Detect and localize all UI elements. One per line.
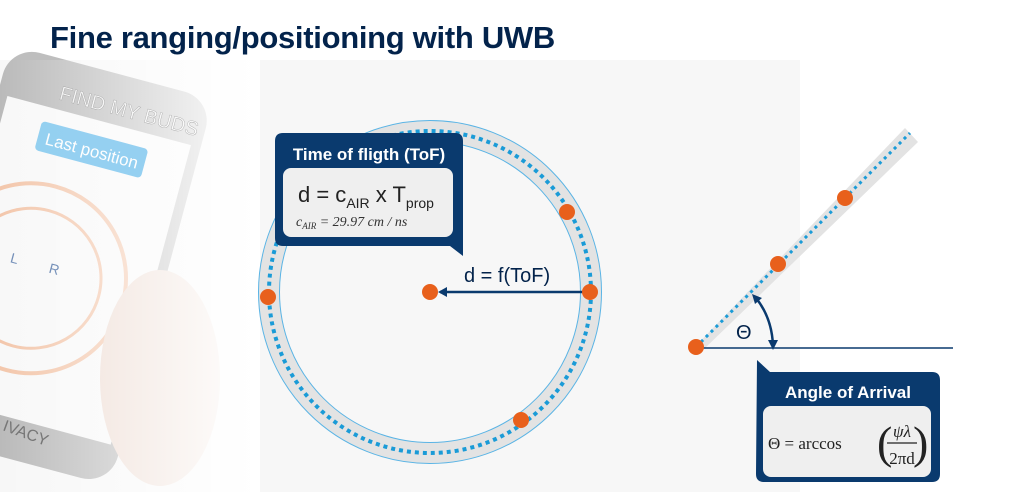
tof-title: Time of fligth (ToF) <box>293 145 445 164</box>
aoa-callout: Angle of Arrival Θ = arccos ( ) ψλ 2πd <box>756 360 940 482</box>
page-title: Fine ranging/positioning with UWB <box>50 20 555 55</box>
last-position-button <box>35 121 148 178</box>
aoa-formula: Θ = arccos <box>768 434 842 453</box>
tag-dot <box>513 412 529 428</box>
left-bud: L <box>9 250 21 268</box>
distance-label: d = f(ToF) <box>464 265 550 287</box>
numerator: ψλ <box>893 422 911 441</box>
tag-dot <box>559 204 575 220</box>
anchor-dot <box>688 339 704 355</box>
tag-dot <box>260 289 276 305</box>
tag-dot <box>582 284 598 300</box>
denominator: 2πd <box>889 449 915 468</box>
tag-dot <box>770 256 786 272</box>
fade-overlay <box>0 60 260 492</box>
tof-callout: Time of fligth (ToF) d = cAIR x Tprop cA… <box>275 133 463 256</box>
arrow-head <box>768 340 778 350</box>
aoa-ray <box>694 131 912 349</box>
arrow-head <box>438 287 447 297</box>
tof-formula: d = cAIR x Tprop <box>298 182 434 211</box>
speed-of-light: cAIR = 29.97 cm / ns <box>296 215 408 231</box>
left-paren: ( <box>877 417 892 468</box>
aoa-title: Angle of Arrival <box>785 383 911 402</box>
anchor-dot <box>422 284 438 300</box>
right-bud: R <box>47 260 61 278</box>
arrow-head <box>752 294 762 304</box>
tag-dot <box>837 190 853 206</box>
theta-label: Θ <box>736 322 752 344</box>
phone-illustration: FIND MY BUDS Last position L R IVACY <box>0 51 800 492</box>
right-paren: ) <box>913 417 928 468</box>
